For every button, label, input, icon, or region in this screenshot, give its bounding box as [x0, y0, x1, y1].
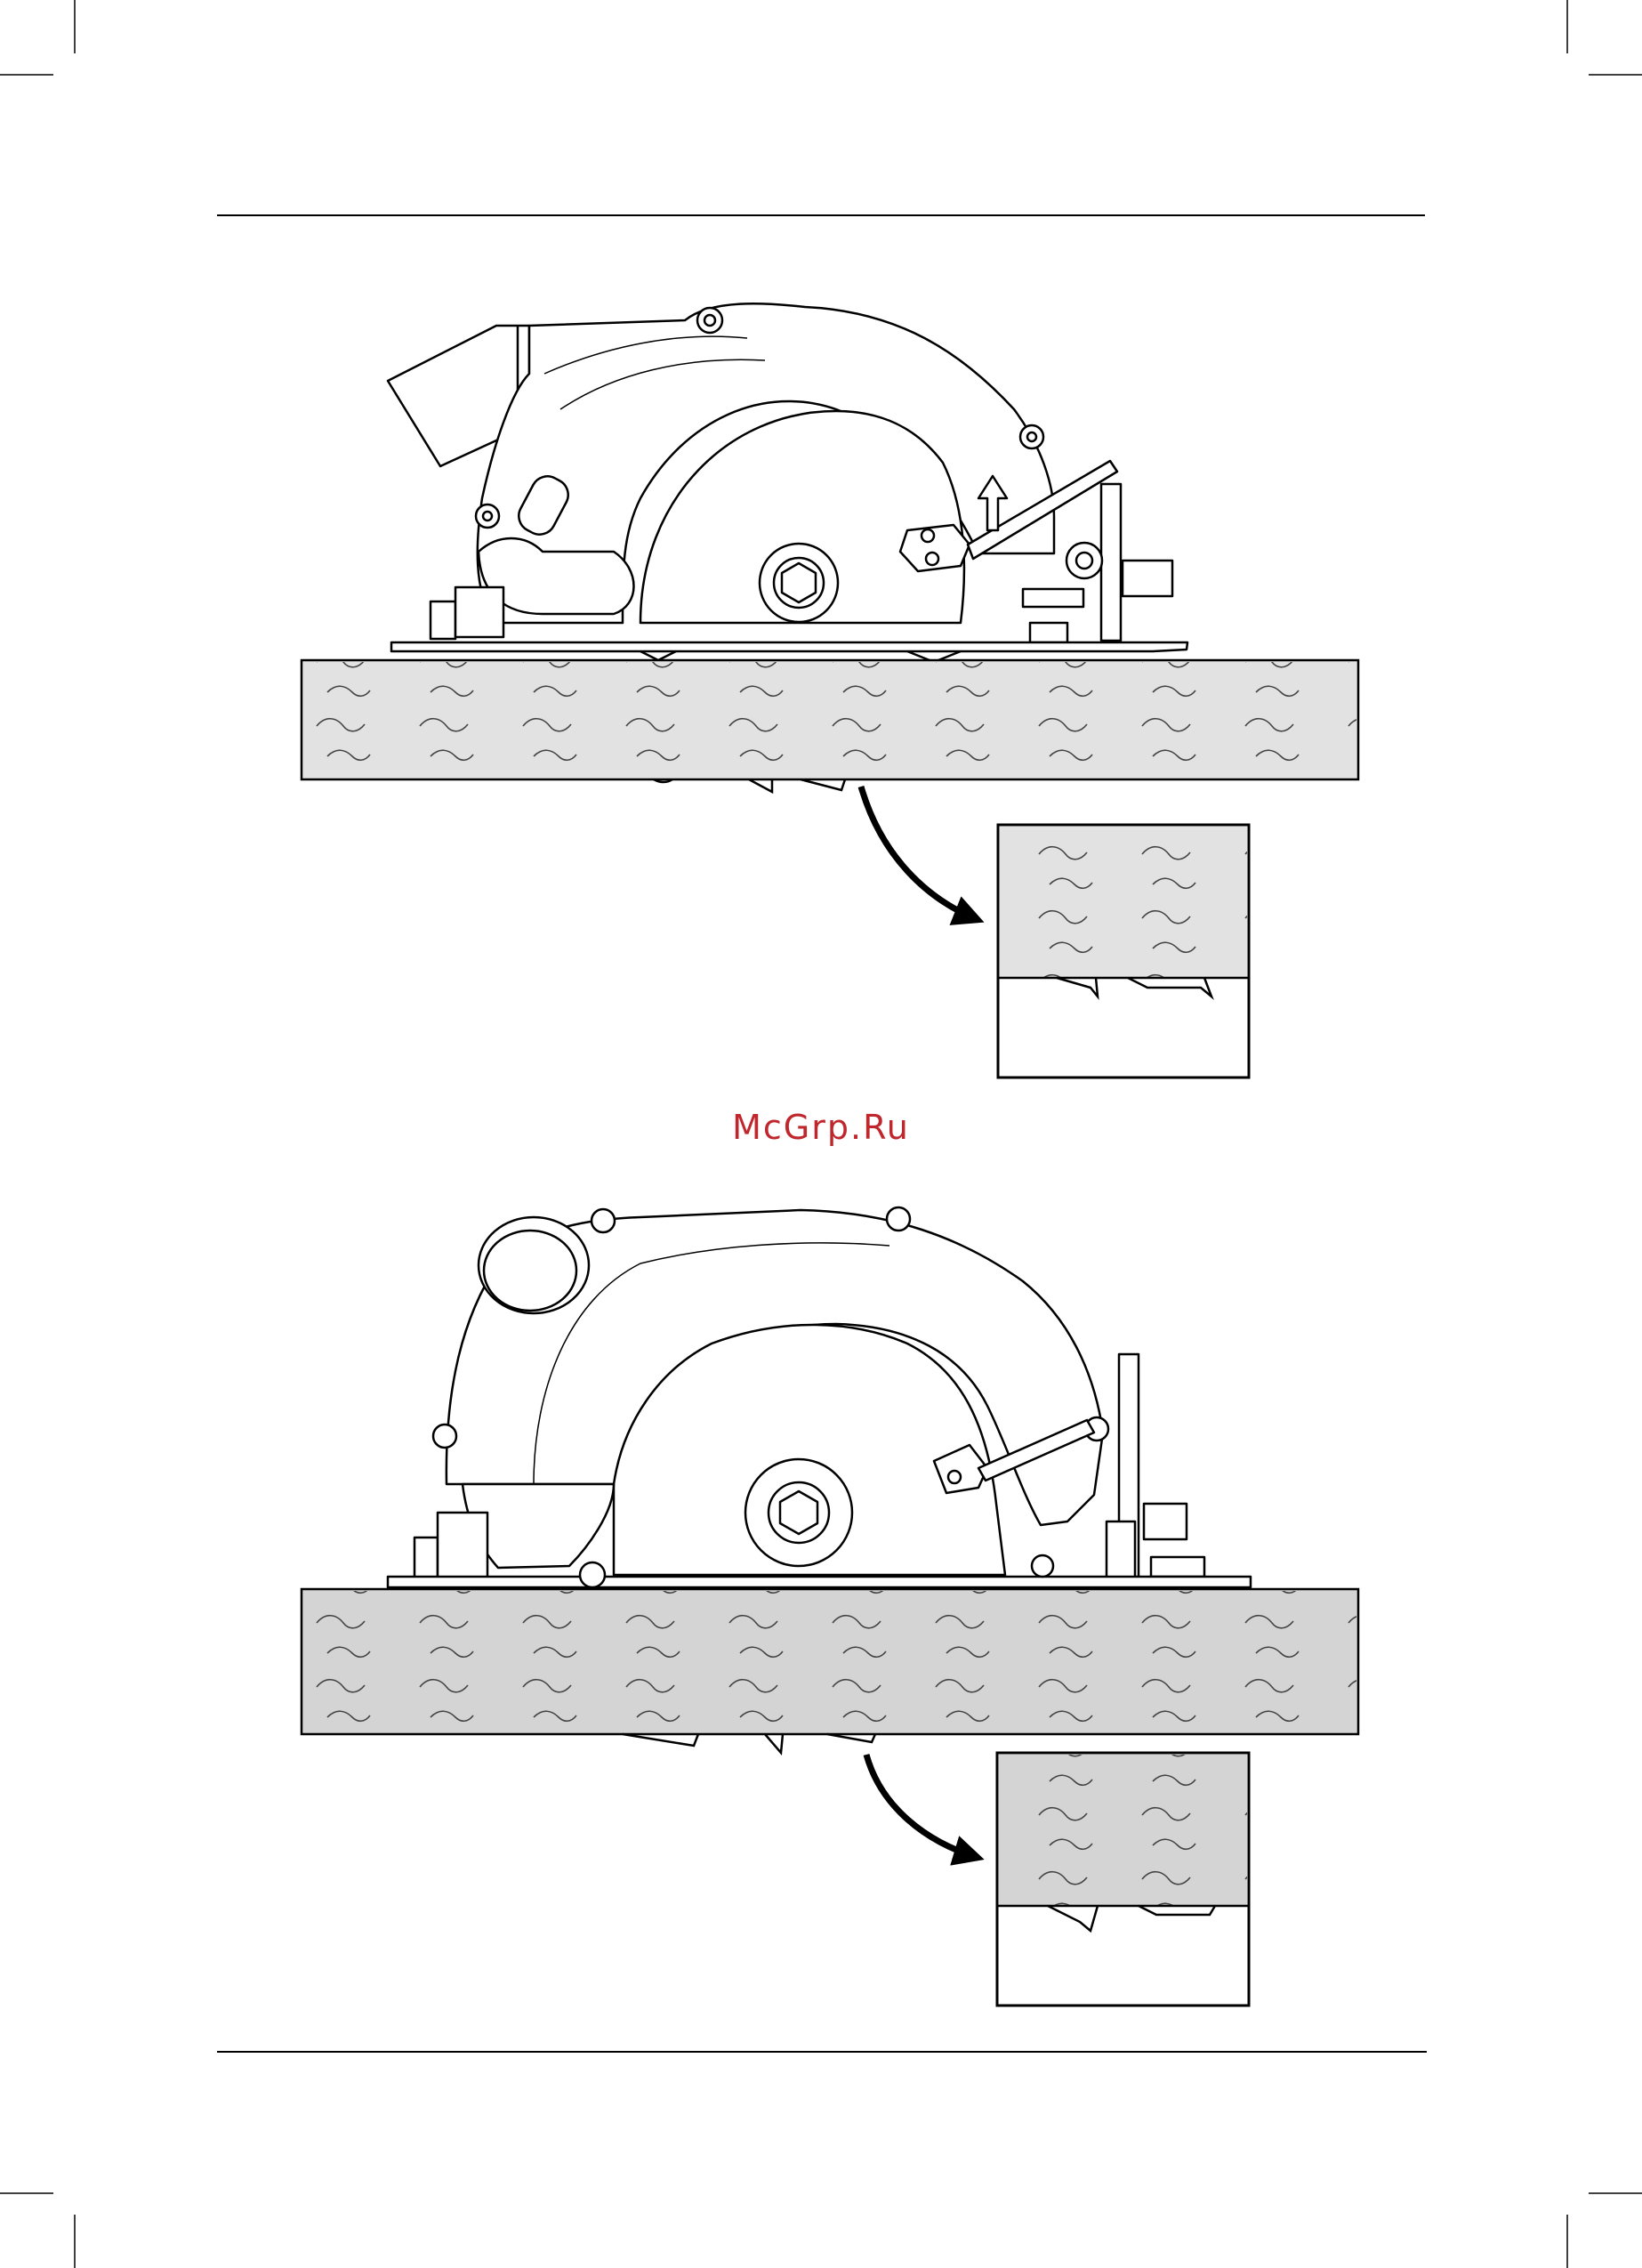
watermark-text: McGrp.Ru	[0, 1108, 1642, 1147]
blade-depth-detail-icon	[997, 1753, 1249, 2006]
wood-grain-bottom	[303, 1591, 1356, 1732]
curved-arrow-icon	[866, 1755, 978, 1858]
wood-grain-top	[303, 662, 1356, 778]
blade-tip-top	[654, 779, 845, 792]
blade-tip-bottom	[623, 1734, 875, 1753]
figure-top	[302, 303, 1358, 1078]
curved-arrow-icon	[861, 787, 978, 920]
blade-depth-detail-icon	[998, 825, 1249, 1078]
circular-saw-icon	[388, 1207, 1251, 1587]
figure-bottom	[302, 1207, 1358, 2006]
circular-saw-icon	[388, 303, 1187, 662]
